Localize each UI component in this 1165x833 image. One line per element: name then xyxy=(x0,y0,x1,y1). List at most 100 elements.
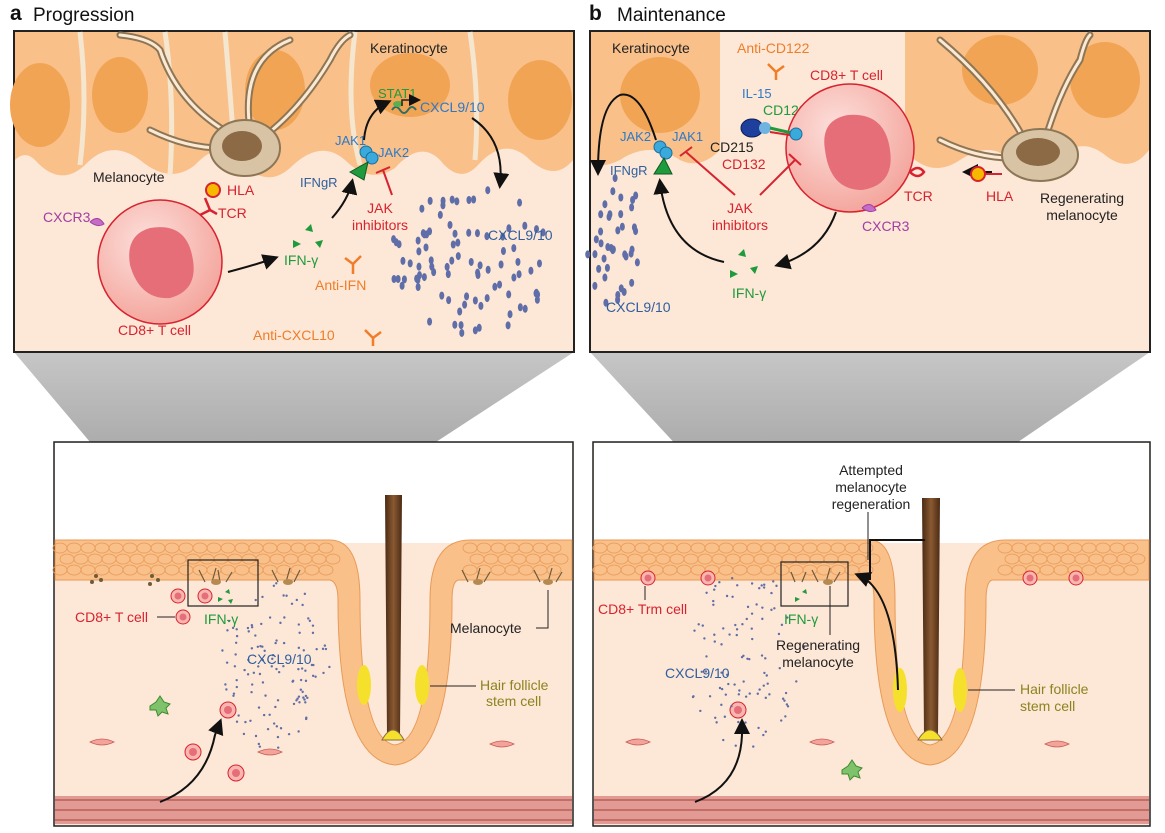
chemokine-dot xyxy=(718,581,721,584)
blood-vessel-b xyxy=(594,796,1149,824)
chemokine-dot xyxy=(277,746,280,749)
jak-inhibitor-bar xyxy=(375,166,393,196)
label-anti-cxcl10: Anti-CXCL10 xyxy=(253,327,335,343)
ifngr-receptor-icon xyxy=(348,161,369,181)
chemokine-dot xyxy=(731,595,734,598)
chemokine-dot xyxy=(712,599,715,603)
chemokine-dot xyxy=(740,655,744,659)
chemokine-dot xyxy=(445,270,451,279)
chemokine-dot xyxy=(485,186,491,195)
epidermal-cell xyxy=(1130,553,1146,565)
chemokine-dot xyxy=(761,617,764,621)
chemokine-dot xyxy=(315,647,318,651)
chemokine-dot xyxy=(304,701,307,704)
label-cd215: CD215 xyxy=(710,139,754,155)
chemokine-dot xyxy=(307,617,310,620)
chemokine-dot xyxy=(420,229,426,238)
chemokine-dot xyxy=(225,688,228,691)
label-jak1-b: JAK1 xyxy=(672,129,703,144)
chemokine-dot xyxy=(423,243,429,252)
chemokine-dot xyxy=(477,261,483,270)
label-keratinocyte-b: Keratinocyte xyxy=(612,40,690,56)
chemokine-dot xyxy=(607,210,613,219)
hair-shaft xyxy=(385,495,402,735)
chemokine-dot xyxy=(246,626,250,630)
label-cd8-tcell: CD8+ T cell xyxy=(118,322,191,338)
chemokine-dot xyxy=(276,699,280,702)
label-keratinocyte: Keratinocyte xyxy=(370,40,448,56)
chemokine-dot xyxy=(249,719,252,723)
chemokine-dot xyxy=(741,622,744,626)
chemokine-dot xyxy=(299,678,303,682)
cxcr3-icon-b xyxy=(861,204,877,213)
jak2-icon xyxy=(365,151,379,165)
dendritic-cell-icon-b xyxy=(841,759,863,781)
basal-melanocyte-bodies xyxy=(211,579,553,585)
epidermal-cell xyxy=(546,542,562,554)
chemokine-dot xyxy=(257,706,261,709)
chemokine-dot xyxy=(455,238,461,247)
chemokine-dot xyxy=(610,187,616,196)
chemokine-dot xyxy=(304,669,307,672)
chemokine-dot xyxy=(452,229,458,238)
chemokine-dot xyxy=(765,674,768,677)
chemokine-dot xyxy=(775,584,778,588)
chemokine-dot xyxy=(260,622,263,626)
chemokine-dot xyxy=(603,298,609,307)
blood-vessel-a xyxy=(55,796,572,824)
chemokine-dot xyxy=(528,266,534,275)
chemokine-dot xyxy=(285,594,288,597)
label-jak-inhibitors-2: inhibitors xyxy=(352,217,408,233)
label-ifn-gamma-b: IFN-γ xyxy=(732,285,766,301)
chemokine-dot xyxy=(298,701,301,704)
chemokine-dot xyxy=(224,683,227,686)
label-jak2: JAK2 xyxy=(378,145,409,160)
chemokine-dot xyxy=(416,262,422,271)
chemokine-dot xyxy=(235,628,238,631)
chemokine-dot xyxy=(295,699,298,702)
chemokine-dot xyxy=(226,629,229,632)
chemokine-dot xyxy=(507,310,513,319)
chemokine-dot xyxy=(511,273,517,282)
chemokine-dot xyxy=(734,623,737,627)
chemokine-dot xyxy=(762,586,766,589)
keratinocyte-borders xyxy=(77,31,480,176)
chemokine-dot xyxy=(296,697,299,700)
chemokine-dot xyxy=(720,687,724,691)
label-jak1: JAK1 xyxy=(335,133,366,148)
cd215-icon xyxy=(759,122,771,134)
hair-follicle-stem-cell-b xyxy=(893,668,907,712)
chemokine-dot xyxy=(283,616,286,619)
chemokine-dot xyxy=(261,595,264,599)
chemokine-dot xyxy=(277,670,281,674)
hla-icon xyxy=(205,182,221,198)
chemokine-dot xyxy=(272,584,276,587)
chemokine-dot xyxy=(766,682,769,685)
tcell-extravasation-arrow-a xyxy=(159,718,224,803)
keratinocyte-nucleus-b xyxy=(1070,42,1140,118)
chemokine-dot xyxy=(693,629,696,632)
zoom-region-b xyxy=(780,561,849,607)
epidermal-cell xyxy=(1123,542,1139,554)
chemokine-dot xyxy=(323,644,327,647)
chemokine-dot xyxy=(714,584,717,588)
cd8-tcell-b-nucleus xyxy=(824,114,891,190)
chemokine-dot xyxy=(727,682,730,686)
label-jak-inhibitors-1: JAK xyxy=(367,200,393,216)
chemokine-dot xyxy=(304,679,308,683)
chemokine-dot xyxy=(604,263,610,272)
chemokine-dot xyxy=(237,714,240,717)
chemokine-dot xyxy=(634,258,640,267)
migration-arrows-b xyxy=(854,539,925,691)
chemokine-dot xyxy=(612,174,618,183)
panel-b-zoom-box: Keratinocyte Anti-CD122 IL-15 CD122 CD8+… xyxy=(585,30,1151,353)
chemokine-dot xyxy=(786,616,789,619)
chemokine-dot xyxy=(258,745,262,748)
chemokine-dot xyxy=(416,271,422,280)
chemokine-dot xyxy=(447,220,453,229)
chemokine-dot xyxy=(598,210,604,219)
epidermal-cell xyxy=(325,553,341,565)
panel-b-title: Maintenance xyxy=(617,5,726,26)
chemokine-dot xyxy=(621,287,627,296)
chemokine-dot xyxy=(322,671,325,675)
